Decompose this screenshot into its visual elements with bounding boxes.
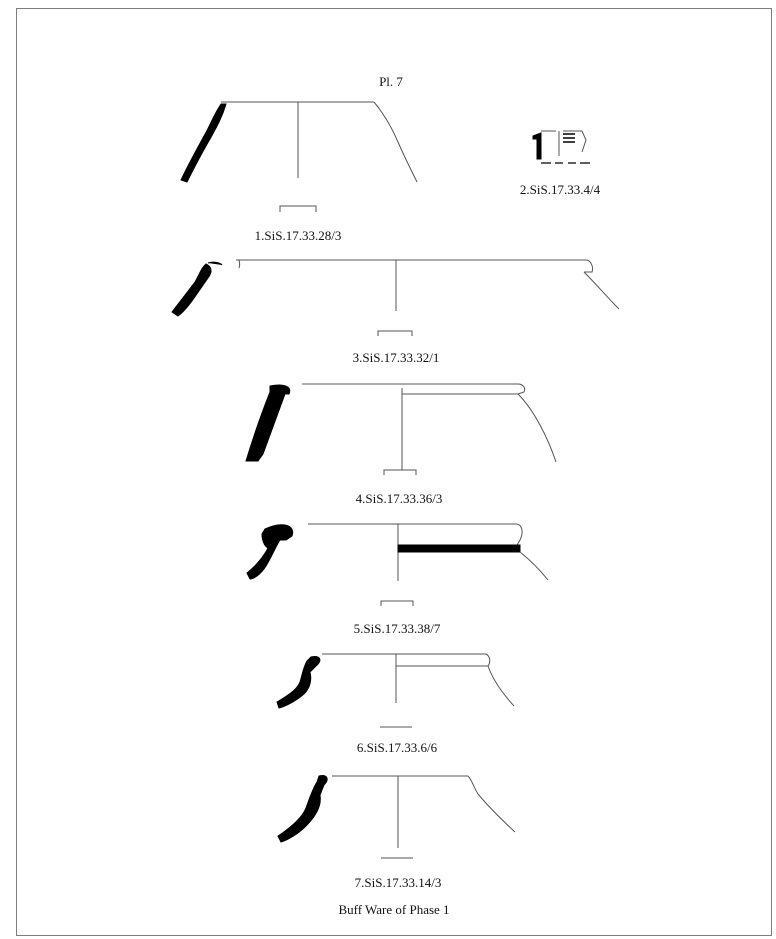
- figure-7-drawing: [277, 775, 516, 859]
- plate-frame: [16, 8, 772, 936]
- figure-6-label: 6.SiS.17.33.6/6: [356, 740, 438, 755]
- figure-4-label: 4.SiS.17.33.36/3: [355, 491, 443, 506]
- figure-2-drawing: [532, 130, 590, 164]
- plate-title: Pl. 7: [379, 74, 403, 89]
- figure-4-drawing: [245, 383, 557, 475]
- figure-5-label: 5.SiS.17.33.38/7: [353, 621, 441, 636]
- figure-6-drawing: [276, 653, 515, 728]
- plate-caption: Buff Ware of Phase 1: [338, 902, 450, 917]
- figure-1-label: 1.SiS.17.33.28/3: [254, 228, 342, 243]
- figure-3-label: 3.SiS.17.33.32/1: [352, 350, 440, 365]
- figure-5-drawing: [246, 523, 549, 606]
- figure-1-drawing: [180, 101, 418, 212]
- figure-2-label: 2.SiS.17.33.4/4: [519, 182, 601, 197]
- figure-7-label: 7.SiS.17.33.14/3: [354, 875, 442, 890]
- figure-3-drawing: [171, 259, 620, 336]
